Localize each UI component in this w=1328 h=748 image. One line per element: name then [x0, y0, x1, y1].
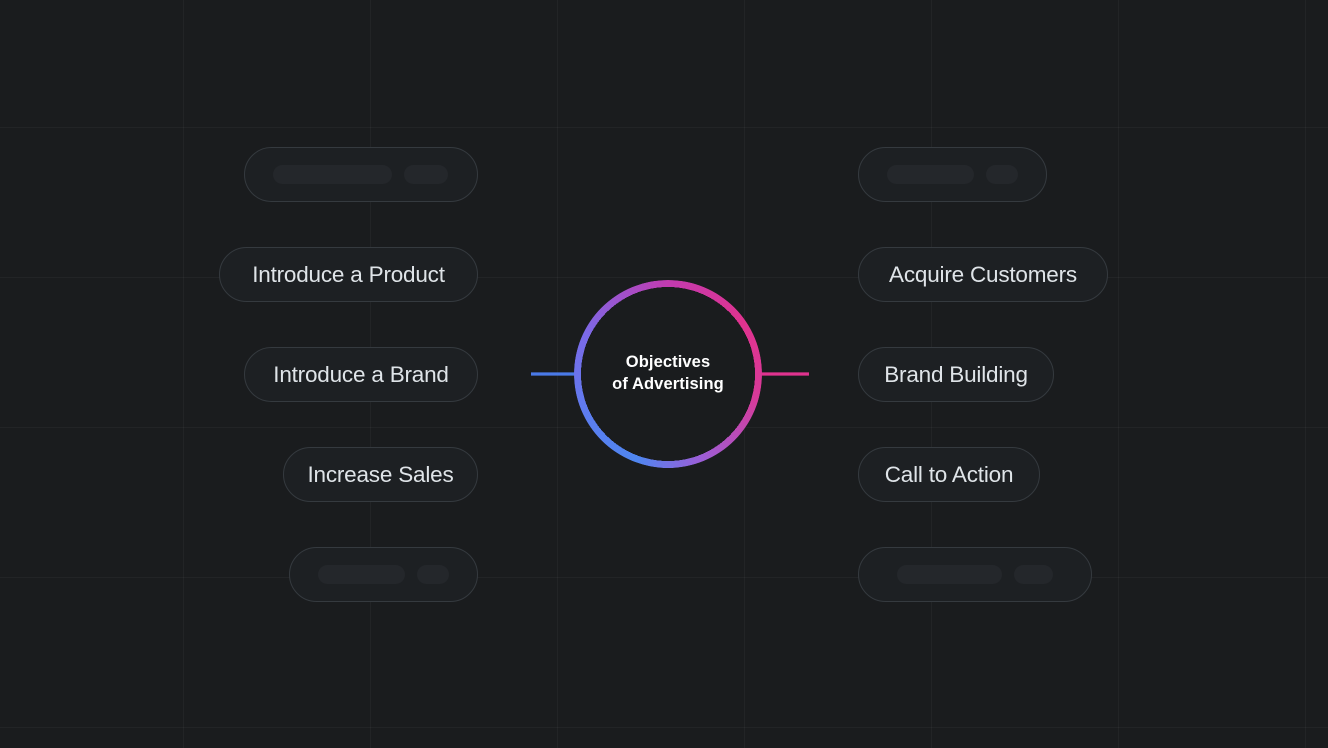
list-item[interactable] — [244, 147, 478, 202]
skeleton-bar-short — [1014, 565, 1053, 584]
list-item[interactable]: Increase Sales — [283, 447, 478, 502]
skeleton-bar-long — [318, 565, 405, 584]
right-connectors — [758, 172, 860, 576]
list-item-label: Call to Action — [884, 461, 1014, 487]
list-item[interactable]: Call to Action — [858, 447, 1040, 502]
skeleton-bar-long — [897, 565, 1003, 584]
list-item-label: Acquire Customers — [889, 261, 1077, 287]
list-item[interactable]: Introduce a Product — [219, 247, 478, 302]
list-item[interactable]: Introduce a Brand — [244, 347, 478, 402]
left-connectors — [478, 172, 578, 576]
skeleton-bar-short — [416, 565, 449, 584]
skeleton-bar-long — [273, 165, 392, 184]
central-topic-node[interactable]: Objectives of Advertising — [577, 283, 759, 465]
list-item-label: Introduce a Brand — [273, 361, 449, 387]
skeleton-bar-long — [887, 165, 974, 184]
list-item[interactable] — [289, 547, 478, 602]
skeleton-bar-short — [404, 165, 448, 184]
list-item-label: Brand Building — [884, 361, 1028, 387]
list-item-label: Introduce a Product — [252, 261, 445, 287]
list-item[interactable] — [858, 147, 1047, 202]
list-item[interactable] — [858, 547, 1092, 602]
list-item[interactable]: Acquire Customers — [858, 247, 1108, 302]
list-item[interactable]: Brand Building — [858, 347, 1054, 402]
skeleton-bar-short — [985, 165, 1018, 184]
list-item-label: Increase Sales — [307, 461, 454, 487]
central-topic-label: Objectives of Advertising — [612, 353, 724, 393]
